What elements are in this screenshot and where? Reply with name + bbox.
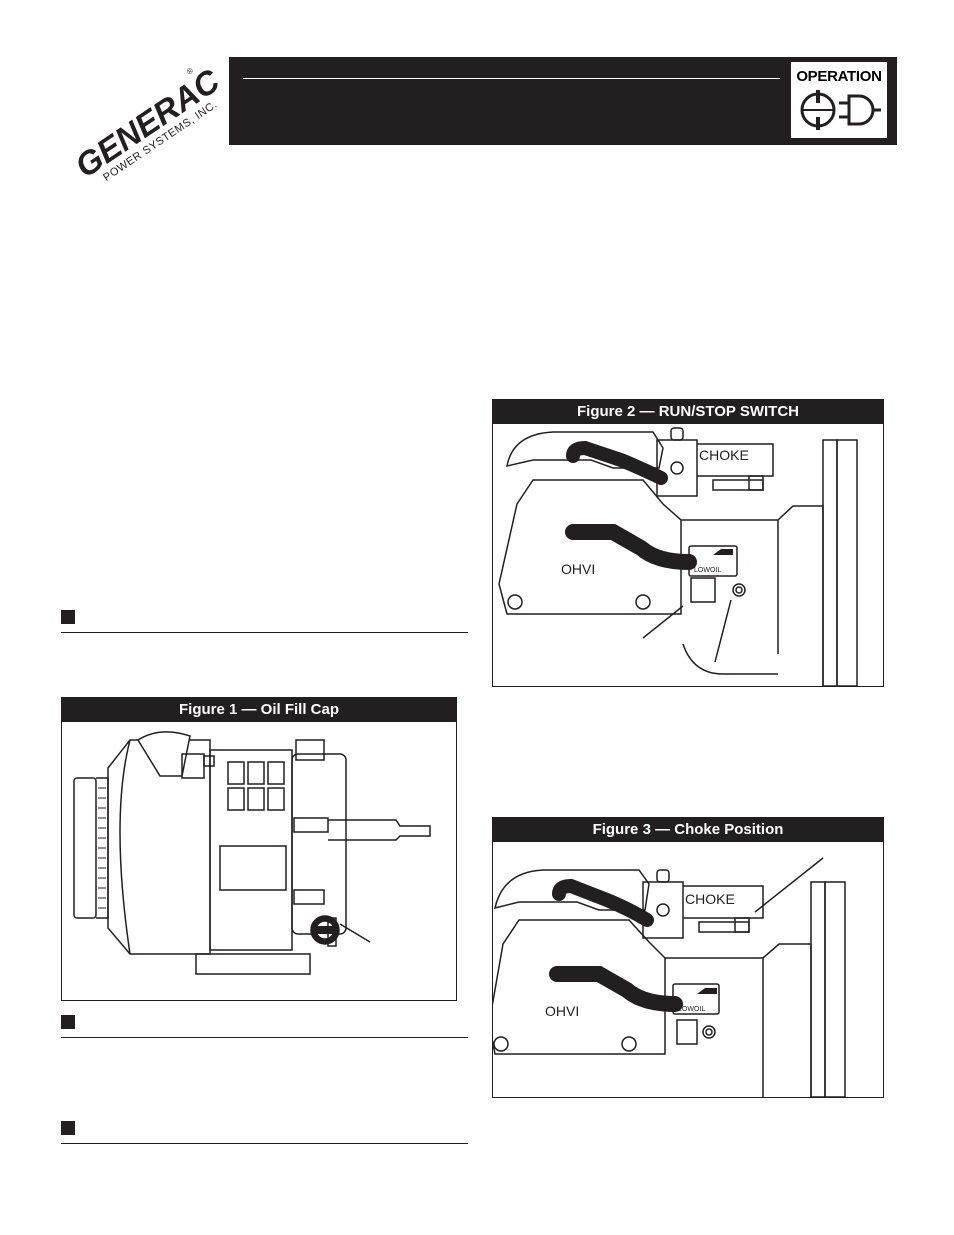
low-oil-label: LOWOIL (678, 1006, 705, 1013)
operation-badge: OPERATION (791, 62, 887, 138)
section-marker-3 (61, 1121, 75, 1135)
choke-drawing: CHOKE OHVI LOWOIL (493, 857, 846, 1097)
plug-icon (839, 94, 881, 126)
figure-3: Figure 3 — Choke Position CHOKE OHVI (492, 817, 884, 1098)
engine-label: OHVI (545, 1003, 579, 1019)
section-marker-1 (61, 610, 75, 624)
logo-brand: GENERAC (68, 61, 226, 185)
choke-label: CHOKE (685, 891, 735, 907)
header-band (229, 57, 897, 145)
logo-registered: ® (185, 66, 195, 77)
engine-drawing (73, 731, 431, 975)
generac-logo: GENERAC ® POWER SYSTEMS, INC. (40, 40, 230, 190)
choke-label: CHOKE (699, 447, 749, 463)
header-rule (243, 78, 780, 79)
operation-icons (795, 86, 883, 134)
figure-1: Figure 1 — Oil Fill Cap (61, 697, 457, 1001)
run-stop-drawing: CHOKE OHVI LOWOIL (498, 427, 858, 686)
low-oil-label: LOWOIL (694, 567, 721, 574)
operation-label: OPERATION (796, 68, 882, 85)
figure-2-title: Figure 2 — RUN/STOP SWITCH (493, 400, 883, 424)
section-marker-2 (61, 1015, 75, 1029)
section-rule-2 (61, 1037, 468, 1038)
section-rule-3 (61, 1143, 468, 1144)
socket-icon (800, 90, 836, 130)
figure-3-title: Figure 3 — Choke Position (493, 818, 883, 842)
figure-1-title: Figure 1 — Oil Fill Cap (62, 698, 456, 722)
figure-2: Figure 2 — RUN/STOP SWITCH (492, 399, 884, 687)
engine-label: OHVI (561, 561, 595, 577)
section-rule-1 (61, 632, 468, 633)
